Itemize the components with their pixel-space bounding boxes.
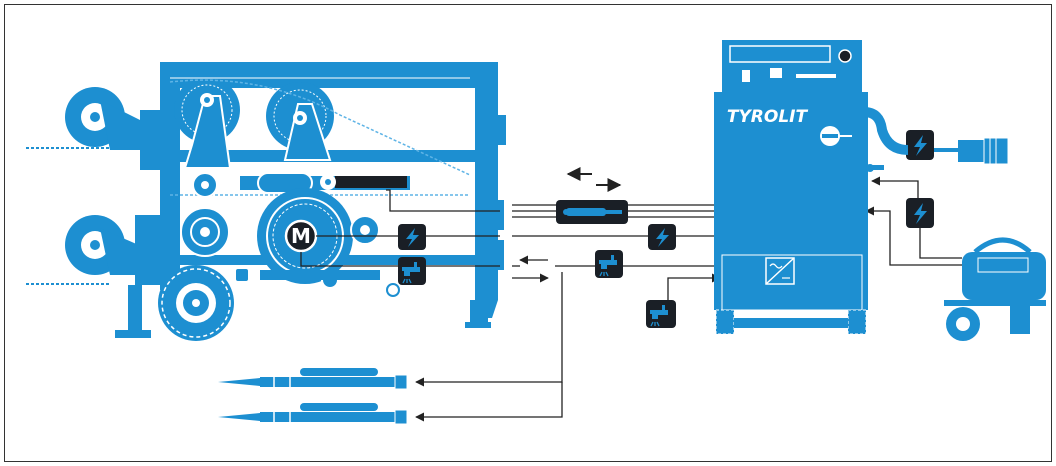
storage-drums (174, 77, 334, 169)
diamond-wire-hose-2 (218, 403, 408, 425)
motor-label: M (291, 224, 311, 248)
direction-arrows (566, 167, 622, 192)
brand-logo: TYROLIT (727, 107, 809, 127)
power-lightning-icon (398, 224, 426, 250)
control-unit: TYROLIT (714, 40, 909, 335)
frequency-inverter-icon (765, 257, 795, 285)
water-tap-icon (398, 257, 426, 285)
power-plug-icon (934, 137, 1009, 165)
sled-cylinder (192, 172, 410, 198)
power-lightning-icon (906, 198, 934, 228)
air-compressor-icon (944, 237, 1046, 341)
water-tap-icon (595, 250, 623, 278)
motor-badge: M (284, 219, 318, 253)
water-tap-icon (646, 300, 676, 328)
power-lightning-icon (648, 224, 676, 250)
lower-guide-pulley (65, 215, 163, 338)
upper-guide-pulley (65, 87, 168, 170)
hydraulic-cylinder-icon (556, 200, 628, 224)
diamond-wire-hose-1 (218, 368, 408, 390)
power-lightning-icon (906, 130, 934, 160)
diagram-border (4, 4, 1052, 462)
transport-wheel (158, 265, 234, 341)
wire-saw-machine: M (26, 62, 506, 341)
